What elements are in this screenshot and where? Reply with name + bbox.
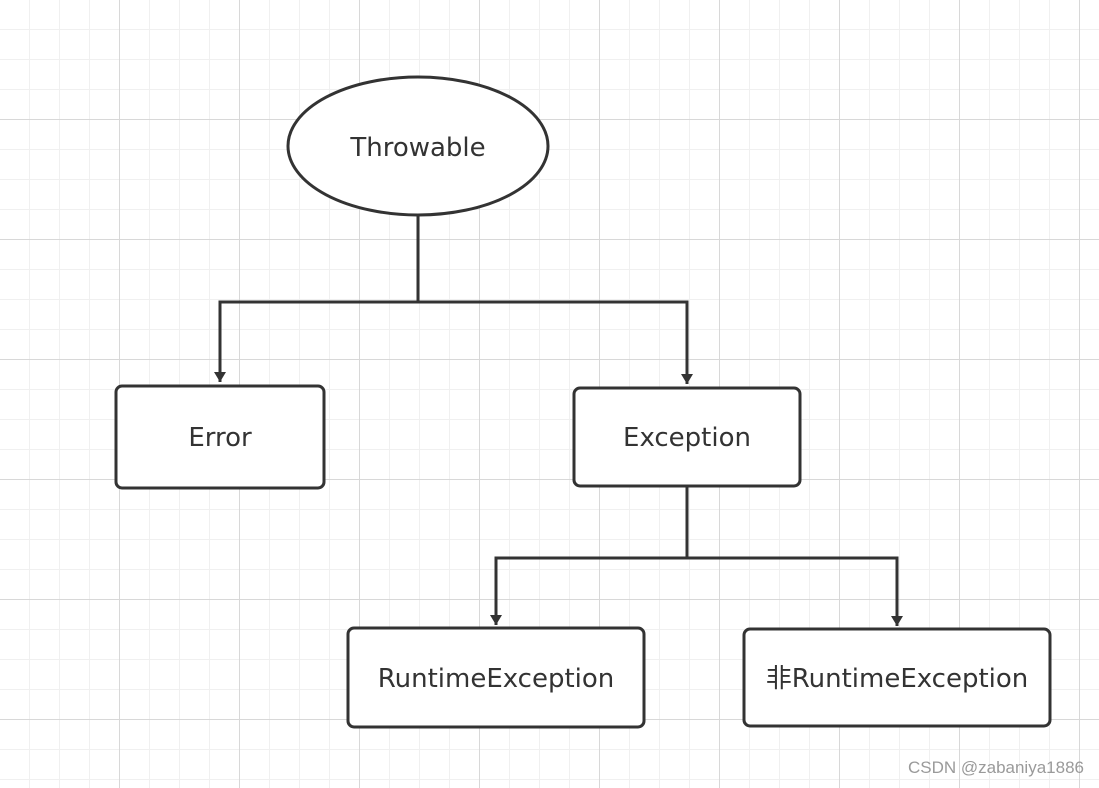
node-throwable-label: Throwable xyxy=(349,133,485,163)
connector-throwable-to-exception xyxy=(418,300,693,384)
node-non-runtime-exception: 非RuntimeException xyxy=(742,627,1052,728)
node-exception-label: Exception xyxy=(623,423,751,453)
node-error: Error xyxy=(114,384,326,490)
watermark: CSDN @zabaniya1886 xyxy=(907,758,1084,777)
node-runtime-exception: RuntimeException xyxy=(346,626,646,729)
connector-throwable-to-error xyxy=(214,215,420,382)
node-exception: Exception xyxy=(572,386,802,488)
connector-exception-to-non-runtime xyxy=(687,556,903,626)
node-error-label: Error xyxy=(188,423,252,453)
node-throwable: Throwable xyxy=(286,75,550,217)
node-non-runtime-exception-label: 非RuntimeException xyxy=(766,664,1029,694)
connector-exception-to-runtime xyxy=(490,486,689,625)
node-runtime-exception-label: RuntimeException xyxy=(378,664,615,694)
